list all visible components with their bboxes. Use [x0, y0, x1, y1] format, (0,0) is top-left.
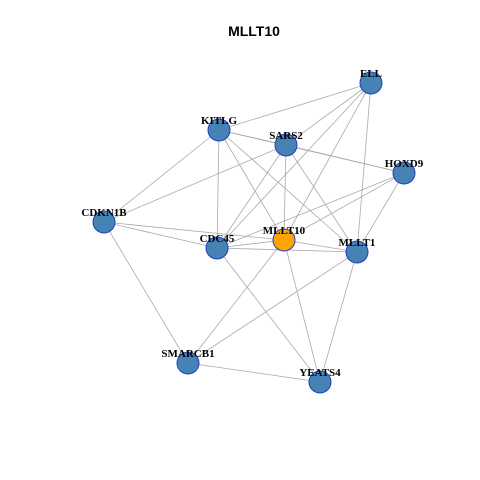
edge-mllt1-smarcb1: [187, 251, 358, 364]
node-label-mllt1: MLLT1: [339, 237, 376, 249]
edge-sars2-mllt1: [285, 144, 358, 253]
edge-mllt10-smarcb1: [187, 239, 285, 364]
edge-cdkn1b-mllt10: [103, 221, 285, 241]
edge-ell-cdc45: [216, 82, 372, 249]
node-ell[interactable]: [359, 71, 383, 95]
edge-cdc45-yeats4: [216, 247, 321, 383]
node-cdkn1b[interactable]: [92, 210, 116, 234]
node-label-cdkn1b: CDKN1B: [81, 207, 127, 219]
node-hoxd9[interactable]: [392, 161, 416, 185]
edge-ell-sars2: [285, 82, 372, 146]
edge-ell-kitlg: [218, 82, 372, 131]
edge-ell-mllt10: [283, 82, 372, 241]
edge-hoxd9-mllt1: [356, 172, 405, 253]
node-kitlg[interactable]: [207, 118, 231, 142]
edge-smarcb1-yeats4: [187, 362, 321, 383]
node-mllt1[interactable]: [345, 240, 369, 264]
edge-mllt10-mllt1: [283, 239, 358, 253]
edge-kitlg-mllt1: [218, 129, 358, 253]
edge-kitlg-cdc45: [216, 129, 220, 249]
edge-cdkn1b-cdc45: [103, 221, 218, 249]
node-label-hoxd9: HOXD9: [385, 158, 424, 170]
edge-mllt1-yeats4: [319, 251, 358, 383]
edge-sars2-cdc45: [216, 144, 287, 249]
node-yeats4[interactable]: [308, 370, 332, 394]
edge-sars2-cdkn1b: [103, 144, 287, 223]
edge-ell-mllt1: [356, 82, 372, 253]
node-cdc45[interactable]: [205, 236, 229, 260]
edge-cdkn1b-smarcb1: [103, 221, 189, 364]
node-layer: [92, 71, 416, 394]
node-label-smarcb1: SMARCB1: [161, 348, 214, 360]
diagram-title: MLLT10: [228, 23, 280, 39]
node-label-kitlg: KITLG: [201, 115, 238, 127]
edge-mllt10-yeats4: [283, 239, 321, 383]
node-label-yeats4: YEATS4: [299, 367, 341, 379]
edge-layer: [103, 82, 405, 383]
edge-sars2-mllt10: [283, 144, 287, 241]
node-label-ell: ELL: [360, 68, 382, 80]
edge-sars2-hoxd9: [285, 144, 405, 174]
node-sars2[interactable]: [274, 133, 298, 157]
edge-hoxd9-cdc45: [216, 172, 405, 249]
edge-kitlg-cdkn1b: [103, 129, 220, 223]
node-label-cdc45: CDC45: [200, 233, 235, 245]
node-mllt10[interactable]: [272, 228, 296, 252]
edge-kitlg-mllt10: [218, 129, 285, 241]
node-label-mllt10: MLLT10: [263, 225, 306, 237]
node-smarcb1[interactable]: [176, 351, 200, 375]
node-label-sars2: SARS2: [269, 130, 303, 142]
edge-hoxd9-mllt10: [283, 172, 405, 241]
